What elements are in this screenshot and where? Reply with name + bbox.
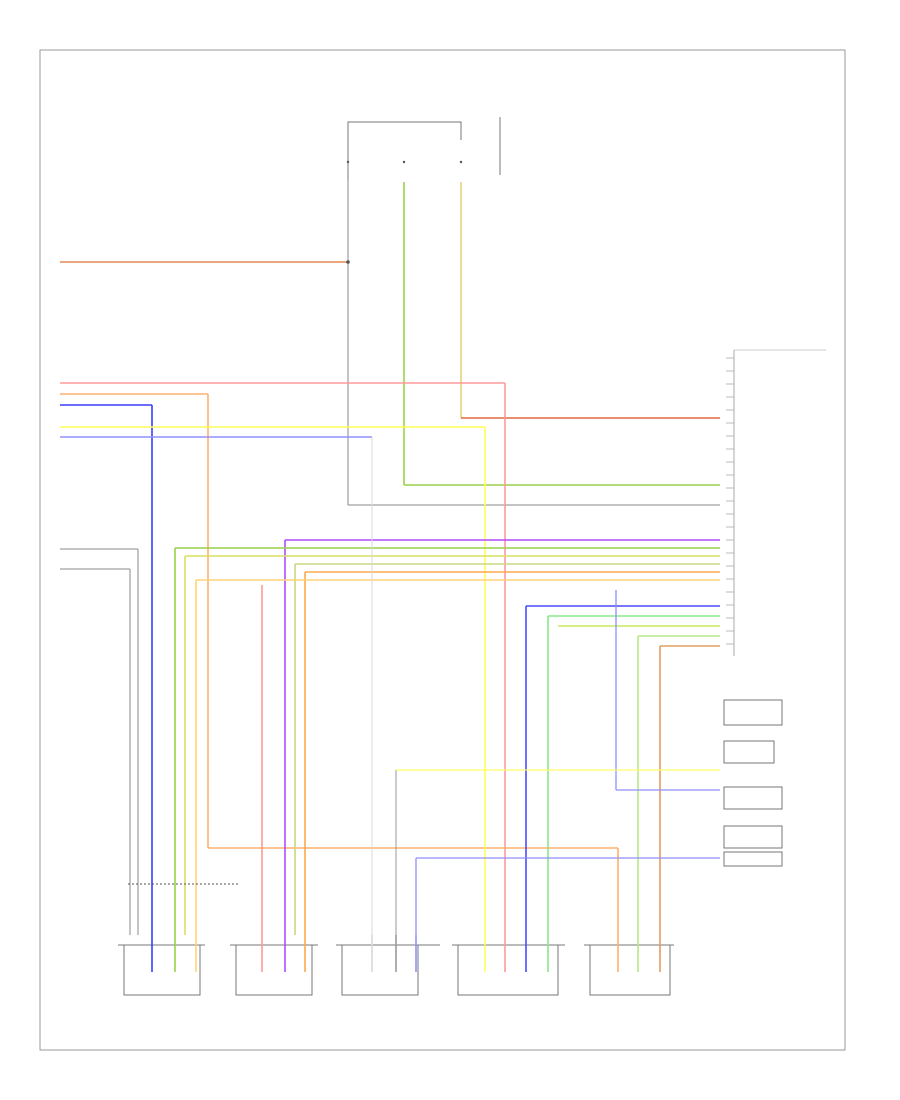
left-inputs: [60, 260, 619, 935]
connector-pin-list: [726, 357, 734, 645]
component-4: [452, 935, 565, 996]
bottom-components: [118, 935, 674, 996]
component-1: [118, 935, 205, 996]
switch-block-5: [723, 851, 783, 867]
module-pin-2: [402, 160, 406, 164]
switch-blocks: [723, 699, 783, 867]
diagram-frame: [39, 49, 846, 1051]
module-pin-3: [459, 160, 463, 164]
component-5: [584, 935, 674, 996]
switch-block-2: [723, 740, 775, 764]
component-3: [336, 935, 440, 996]
switch-block-1: [723, 699, 783, 726]
switch-block-4: [723, 825, 783, 849]
control-module: [346, 117, 501, 505]
right-connector: [726, 349, 826, 656]
harness-wires: [128, 437, 720, 935]
module-pin-1: [346, 150, 350, 180]
switch-block-3: [723, 786, 783, 810]
component-2: [230, 935, 318, 996]
